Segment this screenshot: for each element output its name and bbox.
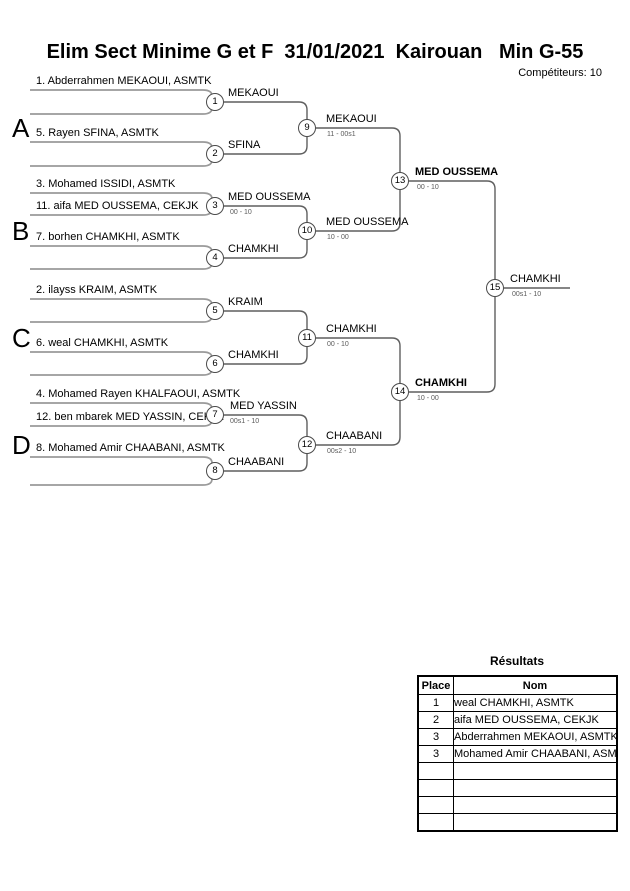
match-node: 13 xyxy=(391,172,409,190)
match-node: 5 xyxy=(206,302,224,320)
table-row xyxy=(417,813,618,832)
name-cell: aifa MED OUSSEMA, CEKJK xyxy=(453,711,618,729)
name-cell xyxy=(453,796,618,814)
table-row: 1 weal CHAMKHI, ASMTK xyxy=(417,694,618,712)
place-cell: 3 xyxy=(417,728,454,746)
player-name: 3. Mohamed ISSIDI, ASMTK xyxy=(36,178,176,190)
player-name: 1. Abderrahmen MEKAOUI, ASMTK xyxy=(36,75,212,87)
match-node: 4 xyxy=(206,249,224,267)
name-cell: weal CHAMKHI, ASMTK xyxy=(453,694,618,712)
table-row xyxy=(417,779,618,797)
name-cell xyxy=(453,762,618,780)
results-header-place: Place xyxy=(417,675,454,695)
player-name: 4. Mohamed Rayen KHALFAOUI, ASMTK xyxy=(36,388,241,400)
winner-label: CHAMKHI xyxy=(326,323,377,335)
place-cell: 1 xyxy=(417,694,454,712)
results-title: Résultats xyxy=(489,654,545,668)
winner-label: CHAMKHI xyxy=(228,243,279,255)
bracket-lines xyxy=(30,89,570,486)
group-label-c: C xyxy=(12,323,31,353)
match-node: 14 xyxy=(391,383,409,401)
table-row xyxy=(417,796,618,814)
name-cell xyxy=(453,813,618,832)
winner-label: SFINA xyxy=(228,139,261,151)
group-label-b: B xyxy=(12,216,30,246)
player-name: 11. aifa MED OUSSEMA, CEKJK xyxy=(36,200,199,212)
winner-label: CHAMKHI xyxy=(228,349,279,361)
player-name: 7. borhen CHAMKHI, ASMTK xyxy=(36,231,180,243)
winner-label: CHAABANI xyxy=(326,430,383,442)
table-row: 3 Abderrahmen MEKAOUI, ASMTK xyxy=(417,728,618,746)
match-score: 00s1 - 10 xyxy=(230,418,260,425)
player-name: 12. ben mbarek MED YASSIN, CEKJK xyxy=(36,411,224,423)
place-cell: 2 xyxy=(417,711,454,729)
place-cell xyxy=(417,762,454,780)
winner-label: KRAIM xyxy=(228,296,263,308)
place-cell xyxy=(417,779,454,797)
winner-label: CHAABANI xyxy=(228,456,285,468)
connector-lines xyxy=(224,101,570,472)
match-score: 00 - 10 xyxy=(230,209,252,216)
match-node: 1 xyxy=(206,93,224,111)
match-score: 00 - 10 xyxy=(327,341,349,348)
match-node: 10 xyxy=(298,222,316,240)
name-cell: Abderrahmen MEKAOUI, ASMTK xyxy=(453,728,618,746)
match-node: 7 xyxy=(206,406,224,424)
winner-label: MED OUSSEMA xyxy=(415,166,499,178)
player-name: 8. Mohamed Amir CHAABANI, ASMTK xyxy=(36,442,225,454)
champion-label: CHAMKHI xyxy=(510,273,561,285)
results-header-row: Place Nom xyxy=(417,675,618,695)
group-label-d: D xyxy=(12,430,31,460)
match-node: 6 xyxy=(206,355,224,373)
table-row xyxy=(417,762,618,780)
winner-label: MED OUSSEMA xyxy=(228,191,311,203)
match-score: 11 - 00s1 xyxy=(327,131,356,138)
page-title: Elim Sect Minime G et F 31/01/2021 Kairo… xyxy=(46,41,584,63)
group-label-a: A xyxy=(12,113,30,143)
winner-label: MED OUSSEMA xyxy=(326,216,409,228)
match-node: 8 xyxy=(206,462,224,480)
match-node: 11 xyxy=(298,329,316,347)
place-cell: 3 xyxy=(417,745,454,763)
match-node: 9 xyxy=(298,119,316,137)
table-row: 3 Mohamed Amir CHAABANI, ASMTK xyxy=(417,745,618,763)
player-name: 5. Rayen SFINA, ASMTK xyxy=(36,127,159,139)
name-cell xyxy=(453,779,618,797)
results-header-nom: Nom xyxy=(453,675,618,695)
match-node: 2 xyxy=(206,145,224,163)
match-score: 00 - 10 xyxy=(417,184,439,191)
match-score: 00s1 - 10 xyxy=(512,291,542,298)
match-score: 10 - 00 xyxy=(327,234,349,241)
match-score: 00s2 - 10 xyxy=(327,448,357,455)
winner-label: MEKAOUI xyxy=(228,87,279,99)
place-cell xyxy=(417,813,454,832)
place-cell xyxy=(417,796,454,814)
table-row: 2 aifa MED OUSSEMA, CEKJK xyxy=(417,711,618,729)
results-table: Place Nom 1 weal CHAMKHI, ASMTK 2 aifa M… xyxy=(417,675,618,832)
name-cell: Mohamed Amir CHAABANI, ASMTK xyxy=(453,745,618,763)
player-name: 2. ilayss KRAIM, ASMTK xyxy=(36,284,158,296)
match-node: 15 xyxy=(486,279,504,297)
winner-label: MED YASSIN xyxy=(230,400,297,412)
match-node: 12 xyxy=(298,436,316,454)
competitors-count: Compétiteurs: 10 xyxy=(518,67,602,79)
winner-label: CHAMKHI xyxy=(415,377,467,389)
player-name: 6. weal CHAMKHI, ASMTK xyxy=(36,337,169,349)
winner-label: MEKAOUI xyxy=(326,113,377,125)
match-node: 3 xyxy=(206,197,224,215)
match-score: 10 - 00 xyxy=(417,395,439,402)
